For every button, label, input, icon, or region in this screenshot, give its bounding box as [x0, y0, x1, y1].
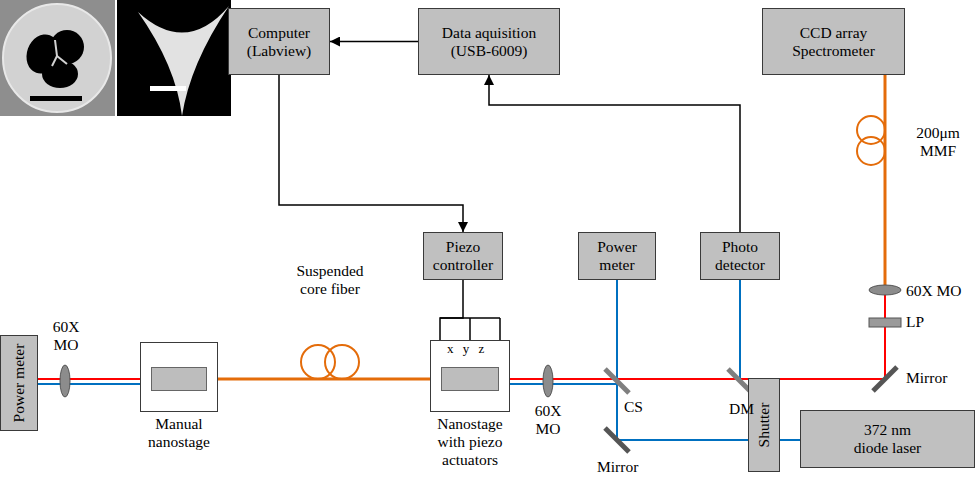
part-label: 60X MO — [906, 282, 962, 300]
part-label: Mirror — [906, 369, 947, 387]
stage-carriage — [441, 367, 499, 391]
part-label: CS — [624, 398, 643, 416]
connector — [440, 280, 463, 340]
part-label: DM — [729, 400, 754, 418]
connector — [38, 378, 140, 380]
connector — [279, 75, 463, 232]
node-label: Piezo controller — [430, 238, 496, 274]
part-label: Suspended core fiber — [288, 262, 372, 298]
shutter-box: Shutter — [748, 378, 780, 472]
part-label: x y z — [447, 342, 484, 357]
node-label: Manual nanostage — [134, 415, 224, 451]
node-label: Nanostage with piezo actuators — [427, 415, 513, 468]
part-label: LP — [906, 313, 924, 331]
node-label: CCD array Spectrometer — [769, 24, 898, 60]
controller-box: Piezo controller — [423, 232, 503, 280]
detector-box: Photo detector — [700, 232, 780, 280]
sem-core-closeup — [117, 0, 231, 116]
node-label: Photo detector — [707, 238, 773, 274]
part-label: Mirror — [597, 458, 638, 476]
stage-carriage — [151, 367, 207, 391]
power-meter-box: Power meter — [0, 335, 38, 431]
nanostage-box: Manual nanostage — [140, 342, 218, 412]
computer-box: Computer (Labview) — [228, 8, 330, 75]
node-label: Computer (Labview) — [235, 24, 323, 60]
part-label: 60X MO — [528, 402, 568, 438]
node-label: Data aquisition (USB-6009) — [425, 24, 553, 60]
node-label: Power meter — [585, 238, 649, 274]
spectrometer-box: CCD array Spectrometer — [762, 8, 905, 75]
daq-box: Data aquisition (USB-6009) — [418, 8, 560, 75]
node-label: Power meter — [10, 344, 28, 423]
sem-cross-section — [0, 0, 115, 116]
laser-box: 372 nm diode laser — [800, 410, 975, 468]
node-label: 372 nm diode laser — [845, 421, 930, 457]
part-label: 60X MO — [46, 318, 86, 354]
connector — [780, 439, 800, 441]
connector — [489, 75, 740, 232]
node-label: Shutter — [755, 403, 773, 448]
part-label: 200μm MMF — [910, 124, 966, 160]
power-meter-box: Power meter — [578, 232, 656, 280]
connector — [330, 41, 418, 43]
